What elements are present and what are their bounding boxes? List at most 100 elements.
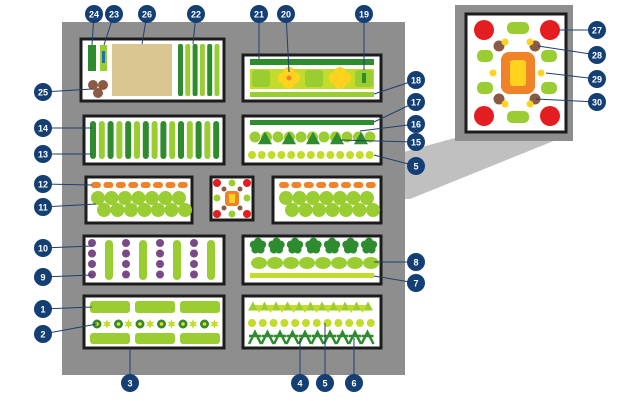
plant-block xyxy=(135,333,175,344)
plant-bar xyxy=(107,121,114,159)
tomato-plant xyxy=(540,106,560,126)
plant-cluster-25 xyxy=(88,80,98,90)
callout-badge-circle xyxy=(588,70,606,88)
leader-line-c28 xyxy=(537,45,598,56)
beet-plant xyxy=(88,239,96,247)
callout-badge-c22: 22 xyxy=(187,5,205,23)
plant-bar xyxy=(178,121,184,159)
plant-seedling xyxy=(365,151,374,159)
carrot-plant xyxy=(103,182,114,188)
bed-triangles-and-greens xyxy=(241,114,383,166)
triangle-down-plant xyxy=(277,304,287,314)
lettuce-plant xyxy=(137,203,152,217)
star-plant xyxy=(124,319,133,329)
plant-yellow xyxy=(526,100,534,108)
flower-plant xyxy=(323,237,341,254)
plant-round xyxy=(248,319,256,327)
callout-number: 18 xyxy=(411,76,421,86)
callout-number: 26 xyxy=(142,10,152,20)
sprout-plant xyxy=(310,329,325,345)
star-plant xyxy=(102,319,112,329)
callout-badge-c8: 8 xyxy=(407,253,425,271)
callout-badge-circle xyxy=(34,239,52,257)
plant-small xyxy=(237,205,243,211)
lettuce-plant xyxy=(312,203,326,217)
lettuce-plant xyxy=(325,203,340,217)
callout-badge-c16: 16 xyxy=(407,115,425,133)
triangle-plant xyxy=(271,301,281,311)
callout-badge-c5b: 5 xyxy=(316,374,334,392)
callout-number: 9 xyxy=(40,273,45,283)
plant-block xyxy=(135,301,175,313)
lettuce-plant xyxy=(145,191,159,205)
plant-round xyxy=(249,131,261,143)
lettuce-plant xyxy=(131,191,146,205)
sprout-plant xyxy=(260,329,275,345)
callout-number: 2 xyxy=(40,330,45,340)
callout-badge-circle xyxy=(34,300,52,318)
plant-bar xyxy=(214,44,220,96)
lettuce-plant xyxy=(118,191,132,205)
lettuce-plant xyxy=(279,191,293,205)
plant-seedling xyxy=(287,151,296,159)
triangle-down-plant xyxy=(289,304,298,314)
callout-badge-c11: 11 xyxy=(34,198,52,216)
triangle-down-plant xyxy=(358,304,367,314)
carrot-plant xyxy=(165,182,176,188)
callout-number: 14 xyxy=(38,124,48,134)
triangle-plant xyxy=(282,301,293,311)
callout-badge-c7: 7 xyxy=(407,274,425,292)
bed-herbs-and-tubers xyxy=(79,37,226,103)
lettuce-plant xyxy=(306,191,320,205)
plant-seedling xyxy=(346,151,354,159)
sprout-plant xyxy=(322,329,338,345)
squash-plant xyxy=(363,257,379,269)
plant-bar xyxy=(169,121,176,159)
bed-small-center xyxy=(209,175,255,222)
triangle-plant xyxy=(317,301,327,311)
plant-round xyxy=(291,319,300,327)
plant-bar xyxy=(90,121,96,159)
leader-line-c30 xyxy=(535,98,598,103)
callout-number: 25 xyxy=(38,88,48,98)
lettuce-plant xyxy=(346,191,361,205)
bed-beets-and-beans xyxy=(82,234,226,286)
triangle-plant xyxy=(330,131,344,145)
beet-plant xyxy=(88,249,96,258)
carrot-plant xyxy=(279,182,289,188)
lettuce-plant xyxy=(151,203,165,217)
lettuce-plant xyxy=(319,191,334,205)
plant-row xyxy=(250,273,374,278)
callout-number: 7 xyxy=(413,279,418,289)
plant-bar xyxy=(192,44,198,96)
callout-badge-circle xyxy=(407,157,425,175)
callout-number: 30 xyxy=(592,98,602,108)
plant-round xyxy=(345,319,354,327)
triangle-plant xyxy=(248,301,258,311)
plant-yellow xyxy=(526,38,534,46)
callout-number: 13 xyxy=(38,150,48,160)
flower-plant xyxy=(286,237,304,254)
plant-seedling xyxy=(306,151,315,159)
callout-badge-circle xyxy=(34,198,52,216)
plant-round xyxy=(269,319,278,327)
beet-plant xyxy=(190,260,198,268)
star-plant xyxy=(145,319,155,329)
tomato-plant xyxy=(540,20,560,40)
plant-round xyxy=(243,194,251,202)
cabbage-center xyxy=(159,322,164,326)
plant-round xyxy=(507,22,529,34)
plant-round xyxy=(280,319,289,327)
lettuce-plant xyxy=(124,203,138,217)
callout-badge-circle xyxy=(187,5,205,23)
carrot-plant xyxy=(303,182,314,188)
callout-number: 27 xyxy=(592,26,602,36)
callout-badge-c21: 21 xyxy=(250,5,268,23)
tomato-plant xyxy=(213,179,221,187)
flower-plant xyxy=(249,237,267,254)
triangle-down-plant xyxy=(312,304,321,314)
squash-plant xyxy=(251,257,267,269)
callout-badge-circle xyxy=(34,83,52,101)
callout-number: 21 xyxy=(254,10,264,20)
